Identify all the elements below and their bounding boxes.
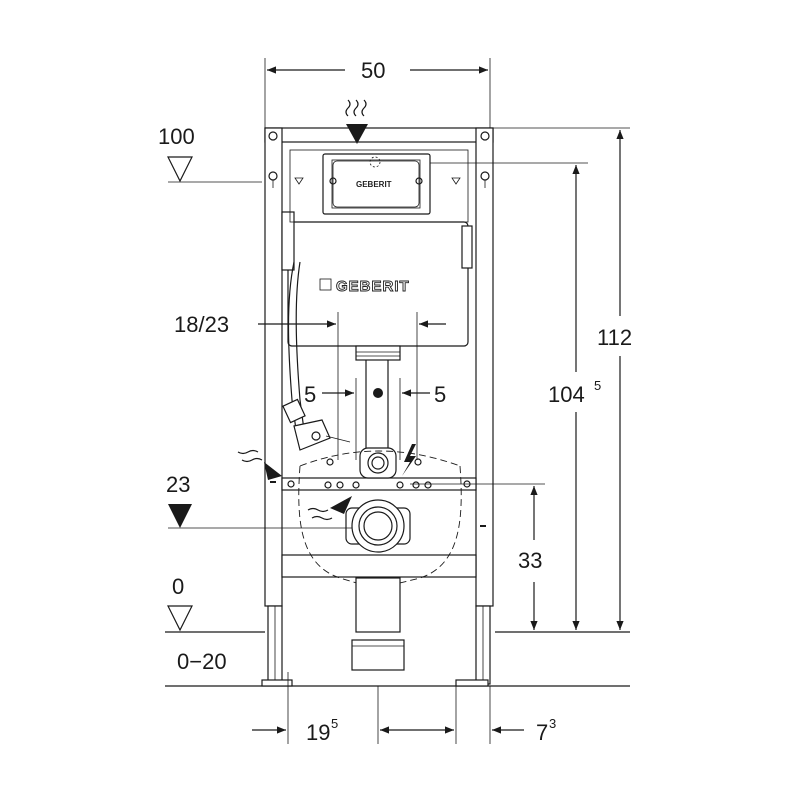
level-23-label: 23 <box>166 472 190 497</box>
floor-lines <box>165 631 630 687</box>
dimension-height-plate: 104 5 <box>430 162 601 630</box>
level-0-label: 0 <box>172 574 184 599</box>
bottom-right-sup: 3 <box>549 716 556 731</box>
offset-left-label: 5 <box>304 382 316 407</box>
height-33-label: 33 <box>518 548 542 573</box>
dimension-height-total: 112 <box>493 127 632 630</box>
installation-frame <box>261 127 494 687</box>
bottom-left-sup: 5 <box>331 716 338 731</box>
offset-right-label: 5 <box>434 382 446 407</box>
dimension-offsets: 5 5 <box>304 378 446 460</box>
height-104-label: 104 <box>548 382 585 407</box>
water-supply-wave-arrow-icon <box>345 99 368 144</box>
bottom-right-label: 7 <box>536 720 548 745</box>
dimension-bottom-right: 7 3 <box>489 686 556 745</box>
brand-name: GEBERIT <box>336 278 410 295</box>
floor-range-label: 0−20 <box>177 649 227 674</box>
height-104-sup: 5 <box>594 378 601 393</box>
actuator-logo-text: GEBERIT <box>356 180 392 189</box>
cistern: GEBERIT GEBERIT <box>281 149 473 448</box>
drain-wave-arrow-icon <box>307 496 352 521</box>
lightning-icon <box>402 444 416 476</box>
dimension-outlet-height: 33 <box>410 483 545 630</box>
level-100-label: 100 <box>158 124 195 149</box>
width-label: 50 <box>361 58 385 83</box>
dimension-drain-spacing: 18/23 <box>174 312 446 460</box>
dimension-width: 50 <box>264 58 491 128</box>
waste-connector <box>345 499 411 671</box>
supply-valve <box>282 261 351 451</box>
dimension-bottom-left: 19 5 <box>252 672 338 745</box>
level-marker-100: 100 <box>158 124 262 183</box>
dimension-bottom-center <box>377 686 457 744</box>
spacing-18-23-label: 18/23 <box>174 312 229 337</box>
bottom-left-label: 19 <box>306 720 330 745</box>
post-marks <box>270 481 486 527</box>
height-112-label: 112 <box>597 325 632 350</box>
flush-bend <box>324 447 432 489</box>
level-marker-0: 0 <box>167 574 193 632</box>
geberit-logo: GEBERIT <box>319 278 410 295</box>
level-marker-23: 23 <box>166 472 352 529</box>
lightning-icon <box>237 449 282 480</box>
